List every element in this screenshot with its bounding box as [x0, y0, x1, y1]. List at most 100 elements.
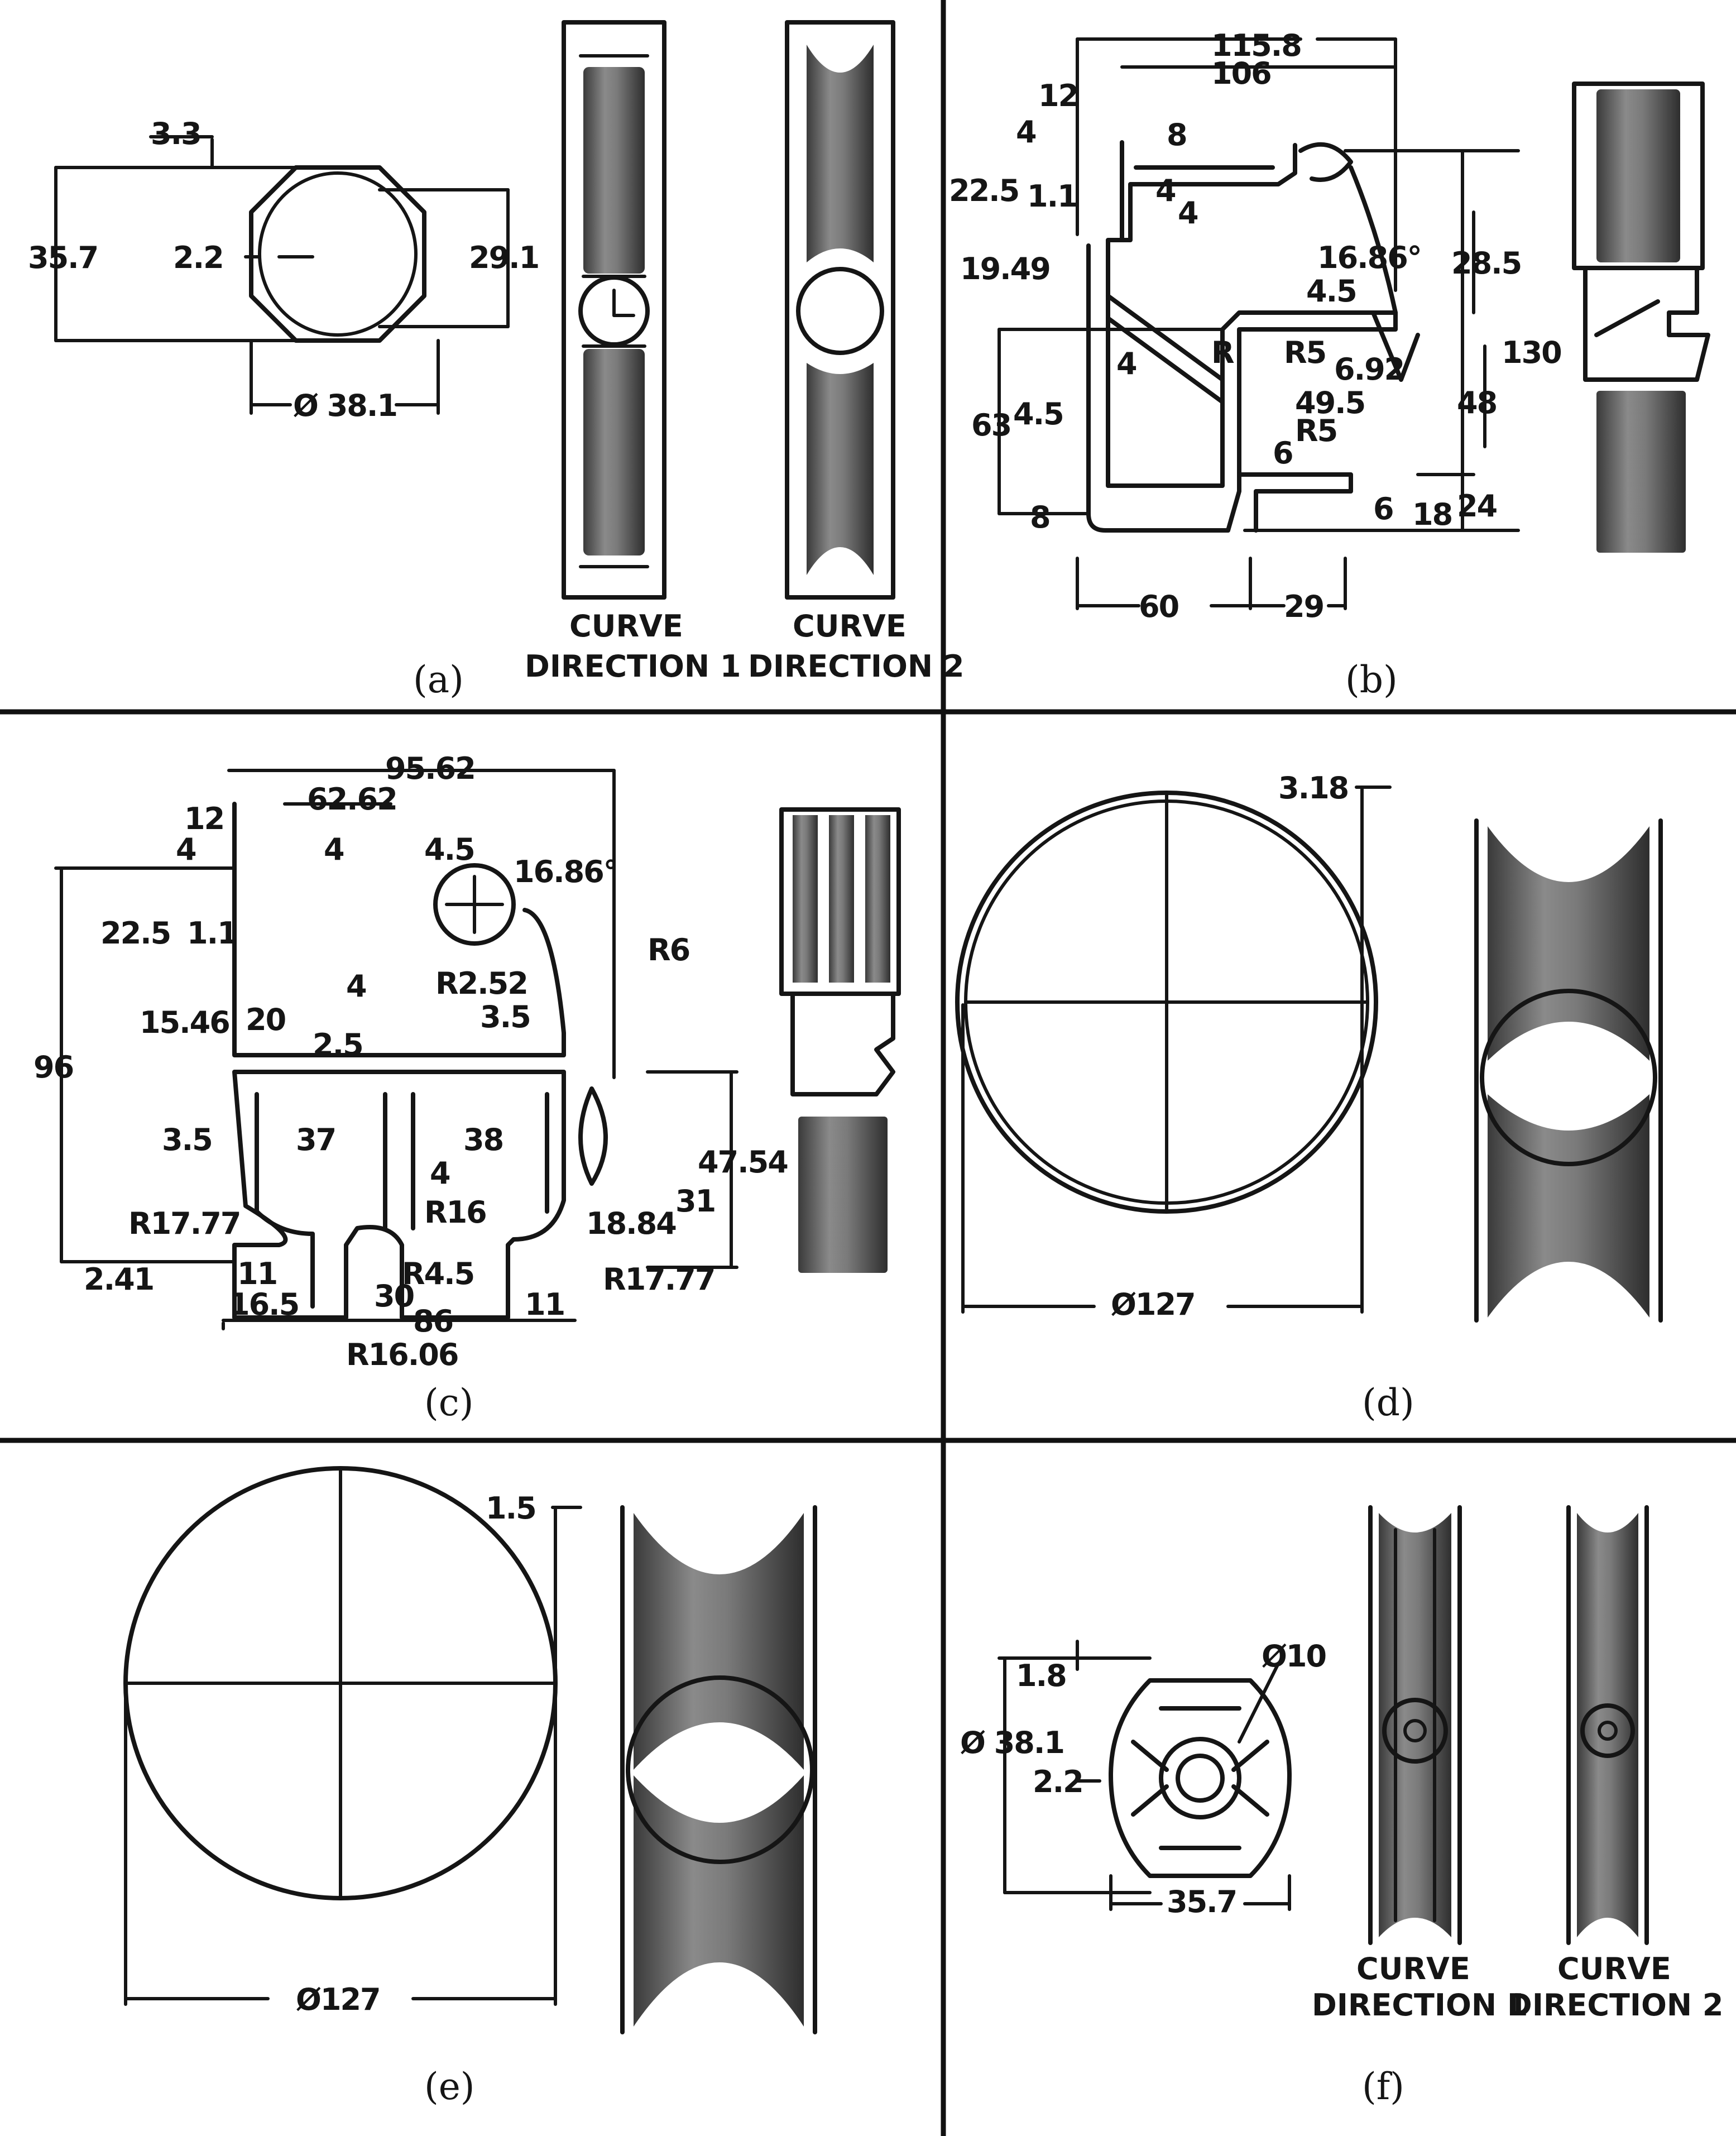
caption-a: (a): [413, 658, 464, 701]
view-f1-line-2: DIRECTION 1: [1312, 1987, 1528, 2023]
dim-b-20: 4.5: [1013, 396, 1063, 432]
dim-c-2: 62.62: [307, 782, 397, 817]
panel-c-profile-drawing: 95.62 62.62 12 4 4 4.5 16.86° 22.5 1.1 R…: [33, 751, 789, 1372]
panel-b: 115.8 106 12 4 8 22.5 1.1 4 4 16.86° 28.…: [949, 28, 1710, 701]
roller-body: [1577, 1513, 1638, 1937]
panel-a-section-drawing: 3.3 35.7 2.2 29.1 Ø 38.1: [28, 116, 540, 423]
dim-b-12: 19.49: [960, 251, 1050, 286]
dim-b-16: 4: [1116, 346, 1136, 381]
dim-c-6: 4.5: [424, 832, 474, 867]
dim-b-6: 22.5: [949, 173, 1019, 208]
dim-a-1: 3.3: [151, 116, 201, 151]
dim-b-19: 63: [971, 408, 1011, 443]
roller-segment: [1488, 1094, 1649, 1318]
roller-body: [1379, 1513, 1451, 1937]
dim-b-11: 28.5: [1451, 246, 1521, 281]
dim-b-22: 48: [1457, 385, 1497, 420]
tube-section-circle: [1480, 989, 1657, 1166]
dim-b-3: 12: [1038, 78, 1078, 113]
octagon-tube-outer: [1109, 1678, 1292, 1878]
dim-b-1: 115.8: [1211, 28, 1301, 63]
dim-c-33: 86: [413, 1304, 453, 1339]
dim-c-4: 4: [176, 832, 196, 867]
dim-a-2: 35.7: [28, 240, 98, 275]
dim-c-24: 31: [675, 1184, 715, 1219]
view-f1-line-1: CURVE: [1356, 1951, 1470, 1986]
roller-segment: [793, 815, 818, 983]
caption-c: (c): [424, 1381, 473, 1424]
panel-f-section-drawing: Ø10 1.8 Ø 38.1 2.2 35.7: [960, 1639, 1327, 1919]
dim-b-30: 29: [1284, 589, 1323, 624]
profile-connector: [1583, 266, 1710, 382]
panel-e-roller-view: [620, 1505, 817, 2034]
panel-f-roller-view-1: CURVE DIRECTION 1: [1312, 1505, 1528, 2023]
dim-a-3: 2.2: [173, 240, 223, 275]
roller-segment: [829, 815, 854, 983]
dim-c-3: 12: [184, 801, 224, 836]
dim-b-2: 106: [1211, 56, 1271, 91]
dim-c-22: 4: [430, 1156, 450, 1191]
dim-c-1: 95.62: [385, 751, 475, 786]
view-f2-line-1: CURVE: [1557, 1951, 1671, 1986]
tube-inner-circle: [258, 171, 418, 337]
roller-segment: [583, 67, 645, 274]
panel-e-section-drawing: 1.5 Ø127: [123, 1466, 582, 2017]
dim-b-25: 6: [1373, 491, 1393, 526]
dim-e-1: 1.5: [486, 1491, 536, 1526]
tube-section-circle: [1580, 1703, 1635, 1758]
dim-b-23: R5: [1295, 413, 1337, 448]
panel-c-assembly-view: [779, 807, 901, 1273]
dim-b-8: 4: [1155, 173, 1176, 208]
dim-e-2: Ø127: [296, 1982, 380, 2017]
roller-segment: [634, 1775, 804, 2027]
dim-c-7: 16.86°: [514, 854, 617, 889]
profile-diagonal-web: [1106, 294, 1225, 382]
dim-c-10: R6: [648, 932, 689, 968]
dim-b-15: 130: [1502, 335, 1561, 370]
panel-d-roller-view: [1474, 818, 1663, 1323]
panel-a-roller-view-2: CURVE DIRECTION 2: [748, 20, 964, 684]
panel-a: 3.3 35.7 2.2 29.1 Ø 38.1 CURVE DIRECTION…: [28, 20, 964, 701]
dim-b-4: 4: [1016, 114, 1036, 150]
profile-c-upper-outline: [232, 802, 566, 1057]
panel-b-assembly-view: [1572, 82, 1710, 553]
profile-bottom-lip: [1237, 472, 1353, 533]
dim-b-21: 49.5: [1295, 385, 1365, 420]
view-a1-line-2: DIRECTION 1: [525, 649, 741, 684]
roller-segment: [798, 1117, 888, 1273]
dim-b-7: 1.1: [1027, 179, 1077, 214]
dim-b-27: 24: [1457, 488, 1497, 524]
profile-c-pin-circle: [433, 863, 516, 946]
profile-c-webs: [255, 1092, 549, 1309]
dim-c-30: R17.77: [603, 1262, 714, 1297]
caption-e: (e): [424, 2065, 475, 2108]
roller-segment: [1488, 826, 1649, 1061]
dim-c-23: R16: [424, 1195, 486, 1230]
dim-b-9: 4: [1178, 195, 1198, 231]
dim-c-21: 47.54: [698, 1144, 788, 1180]
dim-b-29: 60: [1139, 589, 1178, 624]
dim-c-29: R4.5: [402, 1256, 474, 1291]
roller-segment: [1596, 89, 1680, 262]
panel-b-profile-drawing: 115.8 106 12 4 8 22.5 1.1 4 4 16.86° 28.…: [949, 28, 1562, 624]
tube-spokes: [1131, 1706, 1269, 1850]
dim-c-9: 1.1: [187, 916, 237, 951]
profile-snap-arm: [1349, 165, 1420, 382]
dim-f-3: Ø 38.1: [960, 1725, 1064, 1760]
roller-segment: [1596, 391, 1686, 553]
view-a2-line-2: DIRECTION 2: [748, 649, 964, 684]
dim-f-2: 1.8: [1016, 1658, 1066, 1693]
view-f2-line-2: DIRECTION 2: [1507, 1987, 1723, 2023]
dim-c-31: 16.5: [229, 1287, 299, 1322]
dim-f-5: 35.7: [1167, 1884, 1236, 1919]
profile-diagonal-web: [1106, 316, 1225, 404]
dim-c-18: 3.5: [162, 1122, 212, 1157]
dim-b-14: R5: [1284, 335, 1326, 370]
dim-c-20: 38: [463, 1122, 503, 1157]
profile-c-clip: [578, 1086, 608, 1186]
dim-b-5: 8: [1167, 117, 1187, 152]
panel-d-section-drawing: 3.18 Ø127: [955, 770, 1392, 1322]
dim-c-5: 4: [324, 832, 344, 867]
